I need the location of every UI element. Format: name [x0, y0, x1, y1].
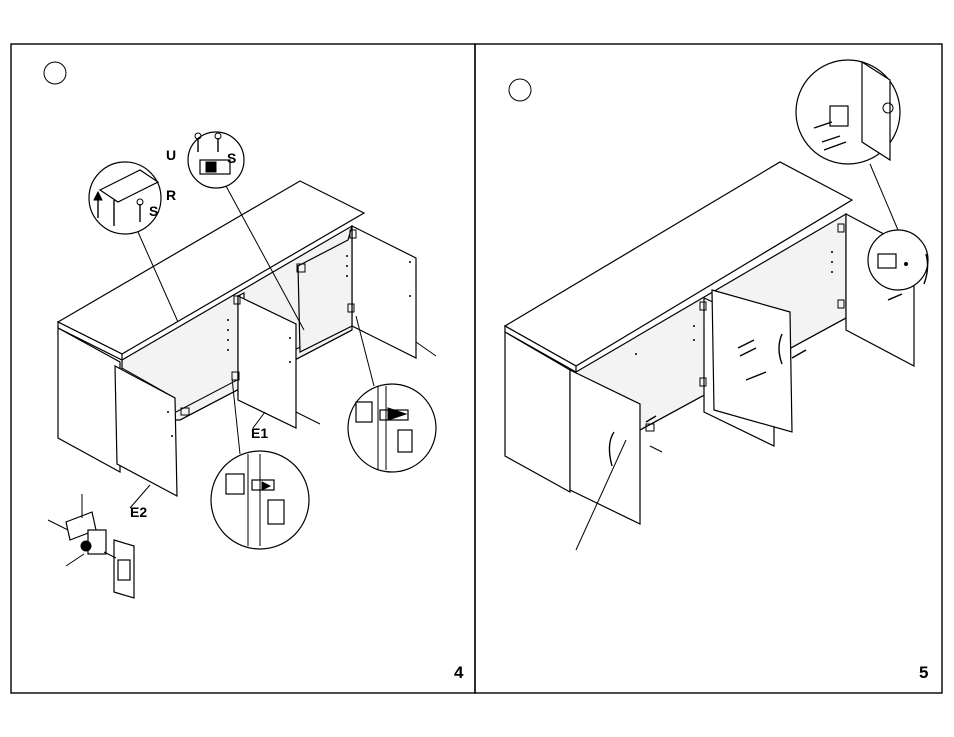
step-4-circle-marker — [44, 62, 66, 84]
detail-callout-handle-right — [868, 230, 928, 290]
label-part-e1: E1 — [251, 425, 268, 441]
panel-step-4: U S R S E1 E2 4 — [11, 44, 475, 693]
exploded-hinge-drawing — [48, 494, 134, 598]
page-number-4: 4 — [454, 663, 464, 682]
label-part-s-top: S — [227, 150, 236, 166]
label-part-e2: E2 — [130, 504, 147, 520]
label-part-r: R — [166, 187, 176, 203]
page-number-5: 5 — [919, 663, 928, 682]
step-5-circle-marker — [509, 79, 531, 101]
label-part-u: U — [166, 147, 176, 163]
label-part-s-plate: S — [149, 203, 158, 219]
cabinet-drawing-step-5 — [505, 162, 914, 550]
panel-step-5: 5 — [475, 44, 942, 693]
